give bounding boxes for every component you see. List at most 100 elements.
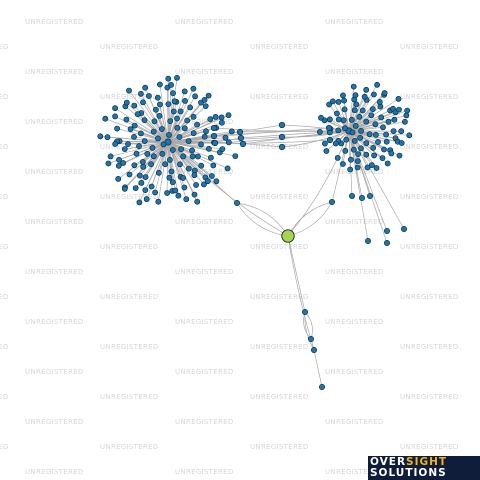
leaf-node[interactable] [181,184,188,191]
leaf-node[interactable] [347,166,354,173]
leaf-node[interactable] [406,132,413,139]
leaf-node[interactable] [359,107,366,114]
leaf-node[interactable] [335,99,342,105]
leaf-node[interactable] [152,106,159,113]
leaf-node[interactable] [218,114,225,121]
bridge-node[interactable] [278,133,286,141]
leaf-node[interactable] [148,183,155,190]
leaf-node[interactable] [339,161,346,167]
leaf-node[interactable] [112,141,119,147]
leaf-node[interactable] [149,144,156,151]
leaf-node[interactable] [144,150,151,157]
leaf-node[interactable] [194,121,200,128]
leaf-node[interactable] [139,158,146,165]
leaf-node[interactable] [341,97,347,104]
leaf-node[interactable] [377,103,384,110]
chain-node[interactable] [307,335,314,342]
leaf-node[interactable] [400,226,407,233]
leaf-node[interactable] [383,138,390,145]
leaf-node[interactable] [204,178,211,185]
leaf-node[interactable] [166,131,172,138]
leaf-node[interactable] [332,140,339,147]
leaf-node[interactable] [181,125,188,132]
leaf-node[interactable] [207,116,214,123]
leaf-node[interactable] [354,164,361,171]
leaf-node[interactable] [170,90,176,97]
leaf-node[interactable] [207,154,214,161]
chain-node[interactable] [310,346,317,353]
leaf-node[interactable] [329,98,336,105]
leaf-node[interactable] [350,83,357,90]
leaf-node[interactable] [321,140,328,147]
leaf-node[interactable] [142,187,149,193]
leaf-node[interactable] [351,137,358,144]
leaf-node[interactable] [383,228,390,235]
leaf-node[interactable] [383,131,389,138]
leaf-node[interactable] [212,114,219,120]
leaf-node[interactable] [115,175,122,182]
leaf-node[interactable] [194,198,201,205]
bridge-node[interactable] [211,139,219,147]
leaf-node[interactable] [356,113,363,120]
leaf-node[interactable] [155,169,162,176]
leaf-node[interactable] [372,121,379,128]
leaf-node[interactable] [371,152,377,159]
leaf-node[interactable] [200,181,207,188]
leaf-node[interactable] [105,160,112,167]
leaf-node[interactable] [140,99,146,106]
leaf-node[interactable] [191,172,198,179]
leaf-node[interactable] [370,91,377,98]
leaf-node[interactable] [404,107,411,114]
leaf-node[interactable] [363,118,370,125]
connector-node[interactable] [234,200,241,207]
leaf-node[interactable] [185,138,192,144]
leaf-node[interactable] [378,114,385,121]
leaf-node[interactable] [166,174,173,181]
leaf-node[interactable] [134,111,141,118]
leaf-node[interactable] [323,148,330,154]
leaf-node[interactable] [342,147,349,154]
leaf-node[interactable] [203,128,209,135]
leaf-node[interactable] [165,75,172,82]
leaf-node[interactable] [340,92,346,99]
leaf-node[interactable] [224,165,231,172]
leaf-node[interactable] [191,191,198,198]
leaf-node[interactable] [364,164,371,171]
leaf-node[interactable] [222,134,229,141]
leaf-node[interactable] [154,94,161,101]
leaf-node[interactable] [156,113,163,119]
leaf-node[interactable] [326,116,333,123]
leaf-node[interactable] [123,99,130,106]
leaf-node[interactable] [366,193,373,200]
leaf-node[interactable] [168,168,175,175]
leaf-node[interactable] [131,122,138,129]
leaf-node[interactable] [341,106,348,113]
leaf-node[interactable] [352,123,359,129]
leaf-node[interactable] [201,97,208,103]
leaf-node[interactable] [115,162,122,169]
leaf-node[interactable] [143,196,150,203]
leaf-node[interactable] [165,101,172,107]
leaf-node[interactable] [361,93,368,100]
leaf-node[interactable] [375,139,381,145]
leaf-node[interactable] [194,153,201,160]
leaf-node[interactable] [185,165,192,172]
leaf-node[interactable] [210,162,217,169]
leaf-node[interactable] [172,187,179,194]
leaf-node[interactable] [156,81,163,88]
leaf-node[interactable] [177,108,184,115]
leaf-node[interactable] [171,98,178,105]
leaf-node[interactable] [343,136,350,143]
leaf-node[interactable] [225,112,232,119]
leaf-node[interactable] [225,139,232,146]
bridge-node[interactable] [237,134,245,142]
leaf-node[interactable] [396,106,402,113]
leaf-node[interactable] [136,143,142,150]
leaf-node[interactable] [116,156,122,163]
leaf-node[interactable] [170,108,177,115]
leaf-node[interactable] [213,178,220,185]
leaf-node[interactable] [355,151,361,157]
leaf-node[interactable] [381,90,388,96]
leaf-node[interactable] [137,90,144,97]
leaf-node[interactable] [104,134,111,141]
